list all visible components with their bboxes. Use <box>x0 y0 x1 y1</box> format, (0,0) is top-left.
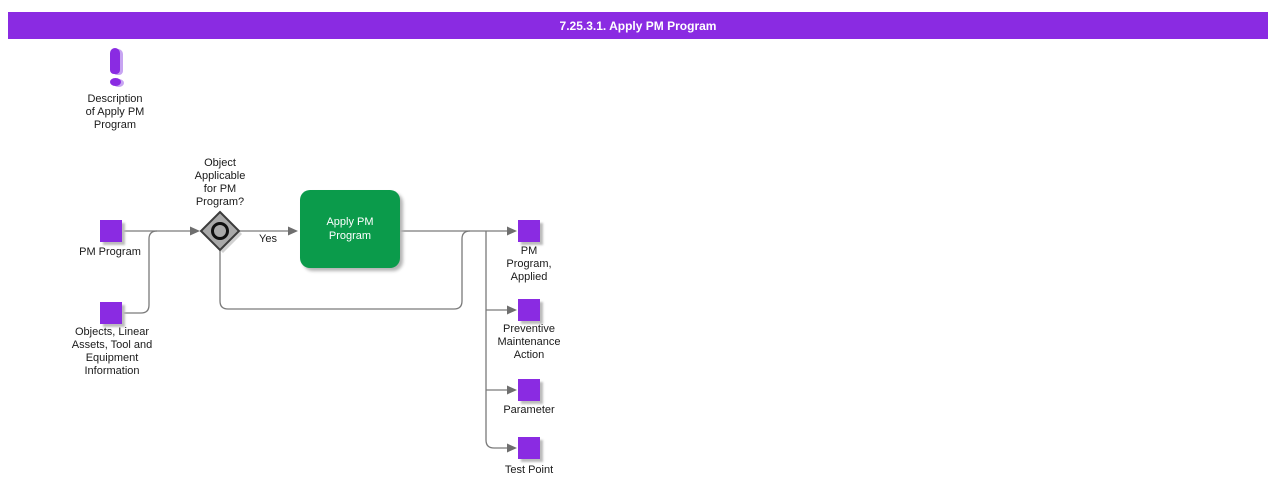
output-square-parameter[interactable] <box>518 379 540 401</box>
output-square-pm-program-applied[interactable] <box>518 220 540 242</box>
diagram-title: 7.25.3.1. Apply PM Program <box>559 18 717 33</box>
arrowhead-output1 <box>507 226 517 236</box>
annotation-label: Description of Apply PM Program <box>85 93 145 131</box>
annotation-exclamation-icon[interactable] <box>105 48 127 94</box>
decision-gateway-shape <box>199 210 242 253</box>
arrowhead-output4 <box>507 443 517 453</box>
arrowhead-into-decision <box>190 226 200 236</box>
decision-question-label: Object Applicable for PM Program? <box>194 157 246 208</box>
exclamation-dot <box>110 78 121 86</box>
arrowhead-into-activity <box>288 226 298 236</box>
input-square-objects-info[interactable] <box>100 302 122 324</box>
arrowhead-output3 <box>507 385 517 395</box>
output-label-pm-program-applied: PM Program, Applied <box>506 245 552 283</box>
output-label-parameter: Parameter <box>503 404 555 416</box>
input-label-pm-program: PM Program <box>79 246 141 258</box>
input-label-objects-info: Objects, Linear Assets, Tool and Equipme… <box>71 326 153 377</box>
output-label-test-point: Test Point <box>504 464 554 476</box>
input-square-pm-program[interactable] <box>100 220 122 242</box>
exclamation-bar <box>110 48 120 74</box>
activity-apply-pm-program[interactable]: Apply PM Program <box>300 190 400 268</box>
activity-label: Apply PM Program <box>326 216 374 242</box>
output-square-test-point[interactable] <box>518 437 540 459</box>
arrowhead-output2 <box>507 305 517 315</box>
diagram-title-bar: 7.25.3.1. Apply PM Program <box>8 12 1268 39</box>
output-label-preventive-maintenance-action: Preventive Maintenance Action <box>497 323 561 361</box>
connector-input2-merge <box>122 230 158 314</box>
output-square-preventive-maintenance-action[interactable] <box>518 299 540 321</box>
decision-yes-label: Yes <box>259 233 277 245</box>
